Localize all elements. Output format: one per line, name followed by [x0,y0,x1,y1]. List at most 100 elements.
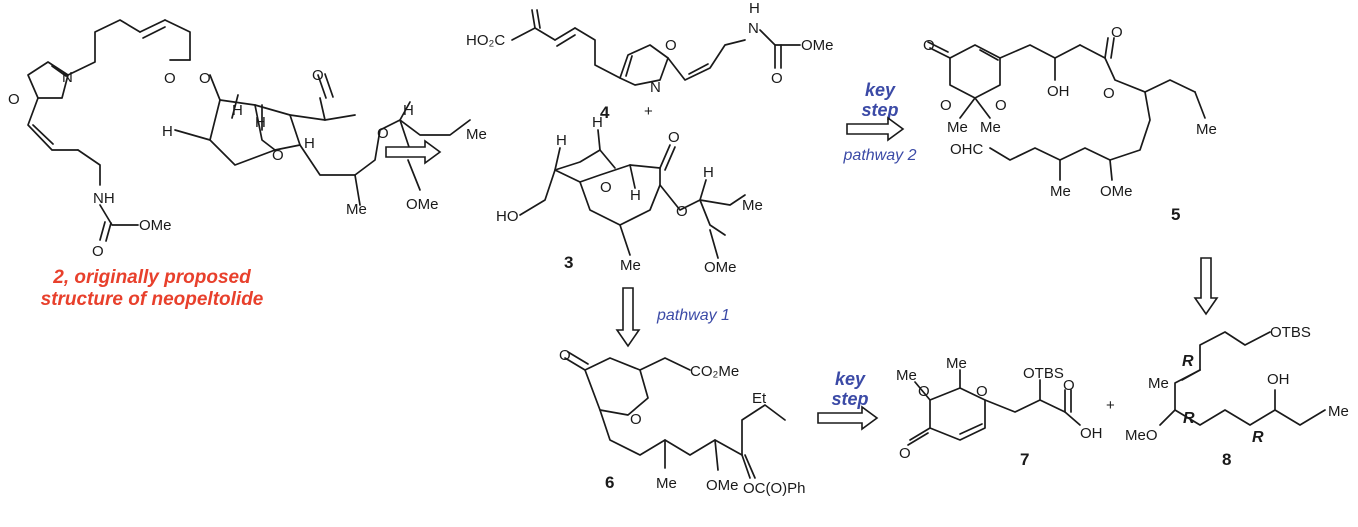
plus-4-3: + [644,103,653,120]
c6-Me: Me [656,475,677,492]
c2-NH: NH [93,190,115,207]
pathway-2-label: pathway 2 [843,147,917,164]
c4-O-carb: O [771,70,783,87]
c2-N-ring: N [62,69,73,86]
c3-O-lactone: O [668,129,680,146]
compound-6-number: 6 [605,473,614,492]
compound-2-structure: O N O O H H H H H O O O Me Me OMe NH O O… [8,19,487,260]
compound-5-structure: O O O Me Me OH O O Me OHC Me OMe [923,24,1217,200]
c6-CO2Me: CO₂Me [690,363,739,380]
c3-H2: H [592,114,603,131]
c3-O-bridge: O [600,179,612,196]
c8-OH: OH [1267,371,1290,388]
plus-7-8: + [1106,397,1115,414]
c2-H4: H [304,135,315,152]
c8-stereo-R1: R [1182,353,1194,370]
retro-arrow-3-to-5 [846,116,905,142]
c5-O3: O [995,97,1007,114]
c8-Me: Me [1148,375,1169,392]
c6-Et: Et [752,390,767,407]
c2-H5: H [403,102,414,119]
c5-Me1: Me [947,119,968,136]
c2-OMe-carb: OMe [139,217,172,234]
c2-O-lactone2: O [377,125,389,142]
compound-4-structure: HO₂C H N O N O OMe [466,0,834,96]
c2-H2: H [232,102,243,119]
c7-O1: O [918,383,930,400]
c4-H: H [749,0,760,17]
c5-O5: O [1111,24,1123,41]
c2-O-lactone: O [312,67,324,84]
c4-OMe: OMe [801,37,834,54]
key-step-bottom-line1: key [835,369,866,389]
c6-OCOPh: OC(O)Ph [743,480,806,497]
c7-OTBS: OTBS [1023,365,1064,382]
c8-Me2: Me [1328,403,1349,420]
c3-OMe: OMe [704,259,737,276]
c2-H3: H [255,114,266,131]
c2-Me1: Me [466,126,487,143]
c2-O-ester2: O [199,70,211,87]
c7-Me2: Me [946,355,967,372]
key-step-top-line2: step [861,100,898,120]
c5-O4: O [1103,85,1115,102]
c3-HO: HO [496,208,519,225]
retro-arrow-6-to-7-8 [817,405,879,431]
c5-Me3: Me [1196,121,1217,138]
compound-7-structure: Me Me O O OTBS O O OH [896,355,1103,462]
c8-stereo-R3: R [1252,429,1264,446]
retro-arrow-3-to-6 [615,287,641,348]
c3-H3: H [630,187,641,204]
c8-MeO: MeO [1125,427,1158,444]
c4-O-ring: O [665,37,677,54]
c7-Me1: Me [896,367,917,384]
compound-8-number: 8 [1222,450,1231,469]
compound-3-number: 3 [564,253,573,272]
key-step-bottom-line2: step [831,389,868,409]
c5-OH: OH [1047,83,1070,100]
c2-O-ester: O [164,70,176,87]
c7-O3: O [899,445,911,462]
c3-O-lactone2: O [676,203,688,220]
compound-7-number: 7 [1020,450,1029,469]
key-step-top-line1: key [865,80,896,100]
c8-stereo-R2: R [1183,410,1195,427]
c7-O2: O [976,383,988,400]
c2-O-bridge: O [272,147,284,164]
c5-OMe: OMe [1100,183,1133,200]
compound-2-caption-line2: structure of neopeltolide [41,289,264,310]
c6-O-ring: O [630,411,642,428]
c4-N-top: N [748,20,759,37]
c3-Me1: Me [742,197,763,214]
c4-N-ring: N [650,79,661,96]
c5-Me4: Me [1050,183,1071,200]
c6-OMe: OMe [706,477,739,494]
compound-5-number: 5 [1171,205,1180,224]
c5-OHC: OHC [950,141,984,158]
c3-Me2: Me [620,257,641,274]
c5-Me2: Me [980,119,1001,136]
c3-H4: H [703,164,714,181]
c6-O-ketone: O [559,347,571,364]
retro-arrow-5-to-7-8 [1193,257,1219,316]
compound-2-caption-line1: 2, originally proposed [52,267,251,288]
compound-4-number: 4 [600,103,610,122]
c3-H1: H [556,132,567,149]
c5-O2: O [940,97,952,114]
c2-H1: H [162,123,173,140]
c2-O-ring: O [8,91,20,108]
c4-HO2C: HO₂C [466,32,505,49]
c2-OMe: OMe [406,196,439,213]
c7-OH: OH [1080,425,1103,442]
compound-3-structure: HO H H H H O O O Me Me OMe [496,114,763,276]
pathway-1-label: pathway 1 [656,307,730,324]
compound-8-structure: OTBS Me OH MeO Me R R R [1125,324,1349,446]
c2-Me2: Me [346,201,367,218]
compound-6-structure: O CO₂Me O Et Me OMe OC(O)Ph [559,347,806,497]
c2-O-carb: O [92,243,104,260]
c5-O1: O [923,37,935,54]
retro-arrow-2-to-3-4 [385,139,442,165]
c8-OTBS: OTBS [1270,324,1311,341]
c7-O4: O [1063,377,1075,394]
